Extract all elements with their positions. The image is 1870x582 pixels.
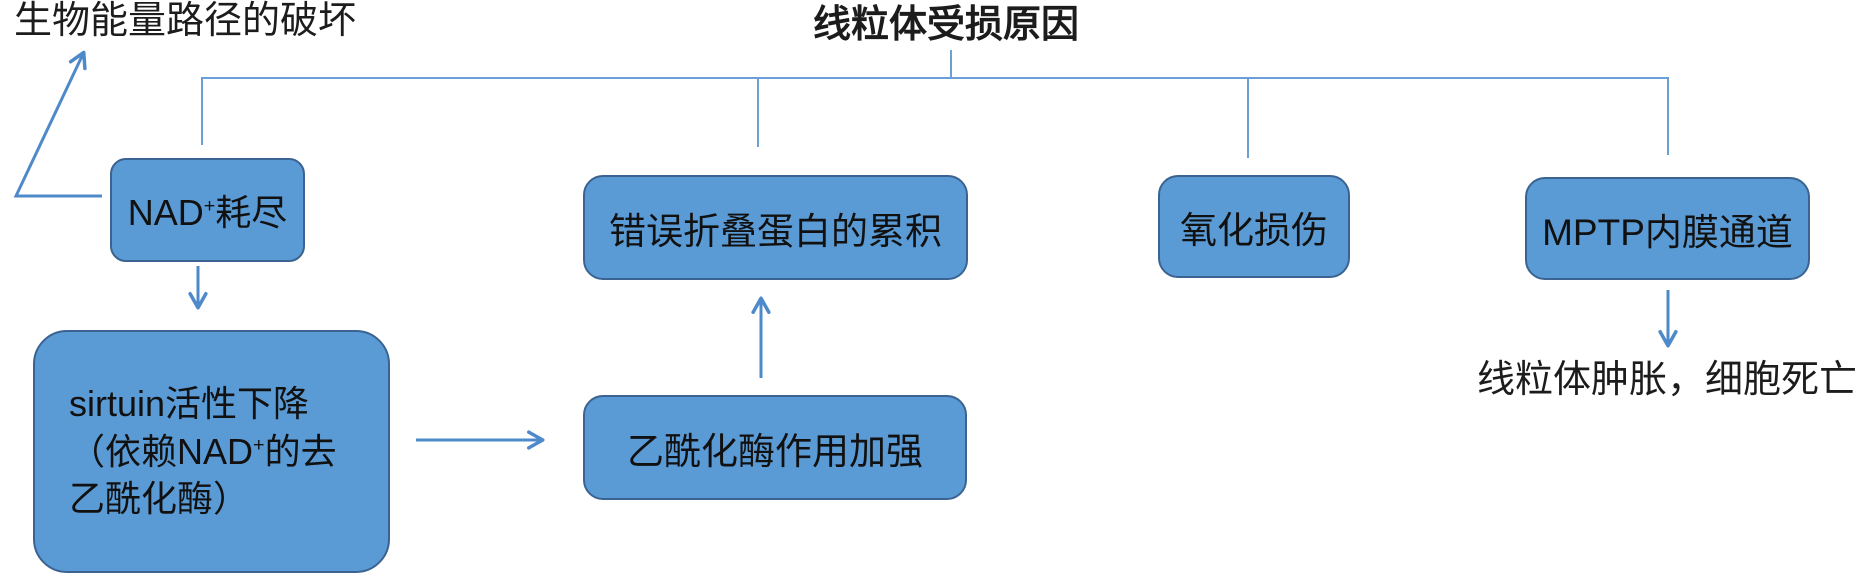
node-oxidative-label: 氧化损伤 bbox=[1180, 209, 1328, 251]
sirtuin-line-2: （依赖NAD+的去 bbox=[69, 430, 337, 472]
tree-bracket-line bbox=[201, 77, 1669, 155]
node-nad-depletion: NAD+耗尽 bbox=[110, 158, 305, 262]
node-misfolded-label: 错误折叠蛋白的累积 bbox=[609, 210, 942, 252]
node-nad-label: NAD+耗尽 bbox=[127, 192, 288, 233]
label-mitochondrial-swelling-cell-death: 线粒体肿胀，细胞死亡 bbox=[1477, 359, 1858, 401]
node-misfolded-protein-accumulation: 错误折叠蛋白的累积 bbox=[583, 175, 968, 280]
node-acetylase-enhanced: 乙酰化酶作用加强 bbox=[583, 395, 967, 500]
sirtuin-line-1: sirtuin活性下降 bbox=[69, 383, 310, 425]
node-mptp-inner-membrane-channel: MPTP内膜通道 bbox=[1525, 177, 1810, 280]
diagram-title: 线粒体受损原因 bbox=[813, 4, 1080, 46]
node-oxidative-damage: 氧化损伤 bbox=[1158, 175, 1350, 278]
node-acetylase-label: 乙酰化酶作用加强 bbox=[627, 430, 923, 472]
sirtuin-line-3: 乙酰化酶） bbox=[69, 478, 250, 520]
arrow-nad-to-bioenergy bbox=[13, 50, 102, 198]
node-sirtuin-activity-decline: sirtuin活性下降 （依赖NAD+的去 乙酰化酶） bbox=[33, 330, 390, 573]
label-bioenergy-disruption: 生物能量路径的破坏 bbox=[14, 0, 357, 42]
node-mptp-label: MPTP内膜通道 bbox=[1542, 211, 1793, 253]
